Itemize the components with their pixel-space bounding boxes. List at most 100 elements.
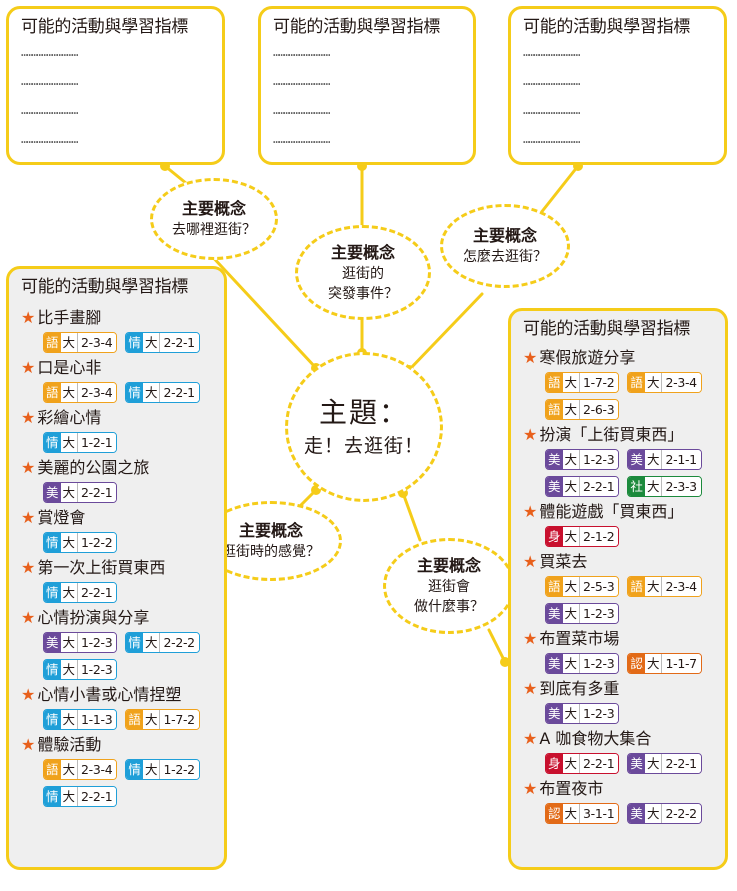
indicator-code: 1-2-3 <box>78 633 117 652</box>
blank-line: …………………………… <box>273 74 330 88</box>
level-badge: 大 <box>562 754 581 773</box>
indicator-code: 2-3-4 <box>78 333 117 352</box>
activity-item: ★扮演「上街買東西」 <box>523 423 715 446</box>
level-badge: 大 <box>60 633 79 652</box>
indicator-code: 1-7-2 <box>580 373 619 392</box>
indicator-code: 1-2-3 <box>580 450 619 469</box>
indicator-code: 2-6-3 <box>580 400 619 419</box>
star-icon: ★ <box>21 308 36 327</box>
activity-label: 體驗活動 <box>37 735 102 754</box>
level-badge: 大 <box>644 804 663 823</box>
concept-text: 逛街的 <box>342 265 384 282</box>
star-icon: ★ <box>523 679 538 698</box>
subject-badge: 語 <box>628 373 645 392</box>
level-badge: 大 <box>562 477 581 496</box>
subject-badge: 身 <box>546 754 563 773</box>
indicator-code: 3-1-1 <box>580 804 619 823</box>
level-badge: 大 <box>60 383 79 402</box>
blank-line: …………………………… <box>273 45 330 59</box>
indicator-code: 2-3-4 <box>662 373 701 392</box>
activity-item: ★寒假旅遊分享 <box>523 346 715 369</box>
level-badge: 大 <box>562 654 581 673</box>
top-box-3: 可能的活動與學習指標 …………………………… …………………………… ……………… <box>508 6 727 165</box>
level-badge: 大 <box>142 383 161 402</box>
activity-label: 扮演「上街買東西」 <box>539 425 684 444</box>
activity-label: 比手畫腳 <box>37 308 102 327</box>
level-badge: 大 <box>562 704 581 723</box>
activity-item: ★口是心非 <box>21 356 214 379</box>
subject-badge: 情 <box>44 787 61 806</box>
activity-item: ★體驗活動 <box>21 733 214 756</box>
subject-badge: 語 <box>44 383 61 402</box>
star-icon: ★ <box>21 558 36 577</box>
activity-item: ★心情小書或心情捏塑 <box>21 683 214 706</box>
star-icon: ★ <box>523 348 538 367</box>
activity-label: 口是心非 <box>37 358 102 377</box>
subject-badge: 認 <box>628 654 645 673</box>
indicator-code: 2-2-1 <box>78 483 117 502</box>
level-badge: 大 <box>60 660 79 679</box>
subject-badge: 情 <box>126 760 143 779</box>
blank-line: …………………………… <box>21 132 78 146</box>
subject-badge: 身 <box>546 527 563 546</box>
subject-badge: 語 <box>546 577 563 596</box>
indicator-code: 1-2-2 <box>78 533 117 552</box>
subject-badge: 語 <box>628 577 645 596</box>
subject-badge: 情 <box>44 660 61 679</box>
concept-text: 怎麼去逛街？ <box>463 249 547 265</box>
subject-badge: 美 <box>546 477 563 496</box>
activity-box-title: 可能的活動與學習指標 <box>21 277 188 297</box>
subject-badge: 美 <box>628 804 645 823</box>
subject-badge: 美 <box>44 483 61 502</box>
indicator-code: 1-2-3 <box>580 704 619 723</box>
level-badge: 大 <box>562 604 581 623</box>
activity-box-title: 可能的活動與學習指標 <box>523 319 690 339</box>
level-badge: 大 <box>644 577 663 596</box>
concept-title: 主要概念 <box>472 226 537 245</box>
star-icon: ★ <box>523 729 538 748</box>
top-box-1: 可能的活動與學習指標 …………………………… …………………………… ……………… <box>6 6 225 165</box>
subject-badge: 語 <box>546 400 563 419</box>
indicator-code: 1-2-2 <box>160 760 199 779</box>
indicator-code: 2-2-1 <box>78 787 117 806</box>
star-icon: ★ <box>523 629 538 648</box>
indicator-code: 1-2-3 <box>580 654 619 673</box>
level-badge: 大 <box>60 483 79 502</box>
indicator-code: 2-5-3 <box>580 577 619 596</box>
level-badge: 大 <box>562 527 581 546</box>
level-badge: 大 <box>644 477 663 496</box>
level-badge: 大 <box>644 754 663 773</box>
subject-badge: 社 <box>628 477 645 496</box>
level-badge: 大 <box>60 583 79 602</box>
subject-badge: 情 <box>44 583 61 602</box>
level-badge: 大 <box>562 373 581 392</box>
indicator-code: 2-3-4 <box>78 760 117 779</box>
subject-badge: 語 <box>546 373 563 392</box>
star-icon: ★ <box>523 425 538 444</box>
subject-badge: 情 <box>126 633 143 652</box>
subject-badge: 美 <box>546 704 563 723</box>
activity-item: ★體能遊戲「買東西」 <box>523 500 715 523</box>
indicator-code: 2-3-4 <box>662 577 701 596</box>
